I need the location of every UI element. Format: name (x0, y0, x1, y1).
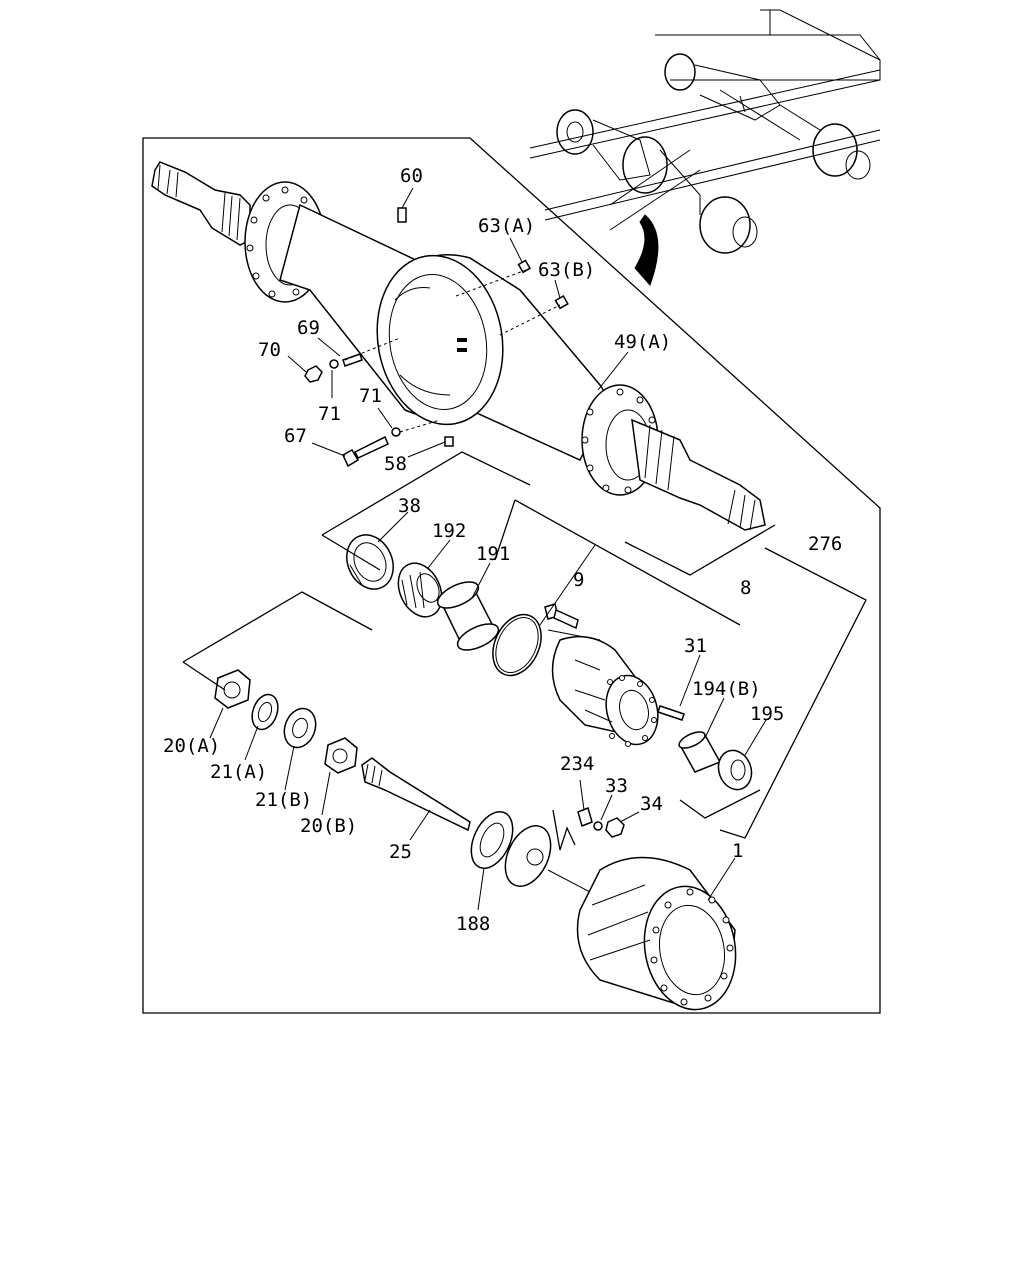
label-20b: 20(B) (300, 815, 357, 837)
label-34: 34 (640, 793, 663, 815)
label-191: 191 (476, 543, 510, 565)
pointer-arrow (634, 214, 659, 286)
axle-housing (151, 161, 766, 531)
chassis-inset-illustration (529, 9, 881, 254)
label-194b: 194(B) (692, 678, 761, 700)
label-20a: 20(A) (163, 735, 220, 757)
part-labels: 60 63(A) 63(B) 69 70 71 71 67 58 49(A) 3… (163, 165, 842, 935)
label-21b: 21(B) (255, 789, 312, 811)
label-71-left: 71 (318, 403, 341, 425)
label-9: 9 (573, 569, 584, 591)
brake-drum (576, 856, 737, 1011)
label-71-right: 71 (359, 385, 382, 407)
label-38: 38 (398, 495, 421, 517)
label-276: 276 (808, 533, 842, 555)
label-192: 192 (432, 520, 466, 542)
diagram-frame (142, 137, 881, 1014)
label-69: 69 (297, 317, 320, 339)
label-67: 67 (284, 425, 307, 447)
label-63a: 63(A) (478, 215, 535, 237)
group-brackets (182, 451, 867, 851)
label-33: 33 (605, 775, 628, 797)
axle-shaft-and-nuts (214, 669, 625, 887)
label-21a: 21(A) (210, 761, 267, 783)
label-60: 60 (400, 165, 423, 187)
label-49a: 49(A) (614, 331, 671, 353)
label-31: 31 (684, 635, 707, 657)
label-1: 1 (732, 840, 743, 862)
label-58: 58 (384, 453, 407, 475)
label-195: 195 (750, 703, 784, 725)
label-25: 25 (389, 841, 412, 863)
leader-lines (209, 187, 767, 911)
hub-assembly (346, 534, 753, 791)
label-70: 70 (258, 339, 281, 361)
label-234: 234 (560, 753, 594, 775)
label-63b: 63(B) (538, 259, 595, 281)
label-188: 188 (456, 913, 490, 935)
housing-fasteners (304, 207, 569, 468)
label-8: 8 (740, 577, 751, 599)
